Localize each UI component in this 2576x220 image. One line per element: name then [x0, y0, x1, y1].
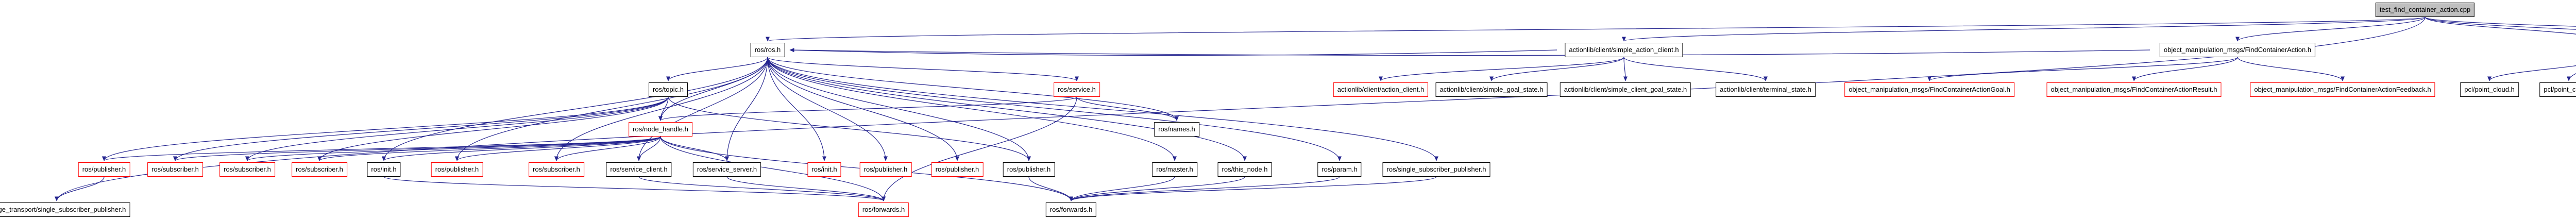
- edge-root-to-aslc: [1622, 16, 2426, 42]
- edge-ros_ros-to-names: [767, 57, 1179, 121]
- edge-pcd_io-to-pc2: [2567, 73, 2576, 81]
- graph-node-names[interactable]: ros/names.h: [1154, 122, 1199, 137]
- graph-node-init2[interactable]: ros/init.h: [807, 162, 841, 177]
- edge-service-to-nh: [658, 96, 1077, 121]
- edge-nh-to-sub1: [173, 136, 661, 161]
- graph-node-sub1[interactable]: ros/subscriber.h: [147, 162, 203, 177]
- graph-node-init1[interactable]: ros/init.h: [367, 162, 401, 177]
- graph-node-sub4[interactable]: ros/subscriber.h: [529, 162, 584, 177]
- graph-node-ros_ros[interactable]: ros/ros.h: [750, 43, 785, 57]
- edge-ros_ros-to-master: [767, 57, 1177, 161]
- graph-node-pub3[interactable]: ros/publisher.h: [859, 162, 912, 177]
- graph-node-root[interactable]: test_find_container_action.cpp: [2375, 3, 2475, 17]
- edge-nh-to-sub4: [554, 136, 661, 161]
- edge-nh-to-sc: [637, 136, 661, 161]
- edge-fca-to-ros_ros: [789, 48, 2150, 56]
- edge-ros_ros-to-sub4: [554, 57, 768, 161]
- edge-pub1-to-itssp: [55, 176, 105, 201]
- edge-nh-to-init1: [382, 136, 661, 161]
- graph-node-pc2[interactable]: pcl/point_cloud.h: [2539, 82, 2576, 97]
- graph-node-fca[interactable]: object_manipulation_msgs/FindContainerAc…: [2159, 43, 2316, 57]
- edge-fca-to-fcag: [1927, 57, 2238, 81]
- edge-topic-to-pub5: [668, 96, 1031, 161]
- graph-node-itssp[interactable]: image_transport/single_subscriber_publis…: [0, 202, 130, 217]
- edge-ros_ros-to-pub5: [767, 57, 1031, 161]
- graph-node-fwd1[interactable]: ros/forwards.h: [858, 202, 909, 217]
- edge-root-to-prt: [2425, 16, 2576, 30]
- edge-topic-to-pub1: [102, 96, 669, 161]
- edge-topic-to-sub1: [173, 96, 669, 161]
- edge-root-to-tfl: [2425, 16, 2576, 27]
- graph-node-scgs[interactable]: actionlib/client/simple_client_goal_stat…: [1560, 82, 1691, 97]
- graph-node-ssp[interactable]: ros/single_subscriber_publisher.h: [1382, 162, 1490, 177]
- edge-nh-to-sub2: [245, 136, 661, 161]
- edge-ros_ros-to-topic: [666, 57, 768, 81]
- edge-pub5-to-fwd2: [1028, 176, 1073, 201]
- graph-node-pub4[interactable]: ros/publisher.h: [931, 162, 984, 177]
- edge-aslc-to-scgs: [1623, 57, 1628, 81]
- edge-pcd_io-to-pc1: [2487, 65, 2576, 81]
- edge-ros_ros-to-service: [767, 57, 1079, 81]
- edge-service-to-names: [1076, 96, 1179, 121]
- edge-fca-to-fcaf: [2237, 57, 2345, 81]
- graph-node-fcaf[interactable]: object_manipulation_msgs/FindContainerAc…: [2250, 82, 2435, 97]
- edge-aslc-to-ros_ros: [789, 48, 1557, 56]
- edge-ros_ros-to-init1: [382, 57, 768, 161]
- graph-node-aslc[interactable]: actionlib/client/simple_action_client.h: [1565, 43, 1683, 57]
- edge-ros_ros-to-pub3: [767, 57, 888, 161]
- edge-nh-to-ss: [660, 136, 729, 161]
- edge-root-to-pcd_io: [2425, 16, 2576, 35]
- edge-ssp-to-fwd2: [1069, 176, 1437, 201]
- graph-node-pub5[interactable]: ros/publisher.h: [1003, 162, 1055, 177]
- graph-node-master[interactable]: ros/master.h: [1152, 162, 1197, 177]
- edge-ros_ros-to-param: [767, 57, 1342, 161]
- edge-tn-to-fwd2: [1069, 176, 1245, 201]
- graph-node-tn[interactable]: ros/this_node.h: [1217, 162, 1272, 177]
- edge-sc-to-fwd1: [638, 176, 886, 201]
- edge-ss-to-fwd1: [726, 176, 886, 201]
- edge-nh-to-pub2: [455, 136, 661, 161]
- graph-node-sc[interactable]: ros/service_client.h: [606, 162, 672, 177]
- edge-nh-to-sub3: [317, 136, 661, 161]
- graph-node-sgs[interactable]: actionlib/client/simple_goal_state.h: [1435, 82, 1548, 97]
- edge-aslc-to-terminal: [1623, 57, 1768, 81]
- edge-init1-to-fwd1: [383, 176, 886, 201]
- graph-node-pub2[interactable]: ros/publisher.h: [431, 162, 483, 177]
- graph-node-service[interactable]: ros/service.h: [1054, 82, 1100, 97]
- edge-ros_ros-to-ssp: [767, 57, 1438, 161]
- edge-fca-to-fcar: [2132, 57, 2238, 81]
- edge-aslc-to-action_client: [1379, 57, 1624, 81]
- graph-node-pub1[interactable]: ros/publisher.h: [78, 162, 130, 177]
- edge-ros_ros-to-init2: [767, 57, 826, 161]
- graph-node-topic[interactable]: ros/topic.h: [649, 82, 688, 97]
- graph-node-terminal[interactable]: actionlib/client/terminal_state.h: [1716, 82, 1816, 97]
- graph-node-fcag[interactable]: object_manipulation_msgs/FindContainerAc…: [1844, 82, 2014, 97]
- edge-ros_ros-to-pub2: [455, 57, 768, 161]
- graph-node-sub3[interactable]: ros/subscriber.h: [292, 162, 347, 177]
- edge-root-to-fca: [2235, 16, 2426, 42]
- graph-node-fcar[interactable]: object_manipulation_msgs/FindContainerAc…: [2046, 82, 2222, 97]
- edge-param-to-fwd2: [1069, 176, 1340, 201]
- graph-node-nh[interactable]: ros/node_handle.h: [629, 122, 692, 137]
- edge-ros_ros-to-ss: [725, 57, 768, 161]
- edge-nh-to-fwd1: [660, 136, 886, 201]
- edge-ros_ros-to-tn: [767, 57, 1247, 161]
- edge-service-to-fwd1: [882, 96, 1077, 201]
- edge-master-to-fwd2: [1069, 176, 1175, 201]
- graph-node-param[interactable]: ros/param.h: [1317, 162, 1362, 177]
- graph-node-action_client[interactable]: actionlib/client/action_client.h: [1333, 82, 1429, 97]
- graph-node-ss[interactable]: ros/service_server.h: [692, 162, 761, 177]
- edge-root-to-ros_ros: [766, 16, 2426, 42]
- edge-topic-to-sub2: [245, 96, 669, 161]
- graph-node-fwd2[interactable]: ros/forwards.h: [1045, 202, 1097, 217]
- edge-aslc-to-sgs: [1489, 57, 1624, 81]
- graph-node-pc1[interactable]: pcl/point_cloud.h: [2460, 82, 2519, 97]
- graph-node-sub2[interactable]: ros/subscriber.h: [219, 162, 275, 177]
- edge-ros_ros-to-sc: [637, 57, 768, 161]
